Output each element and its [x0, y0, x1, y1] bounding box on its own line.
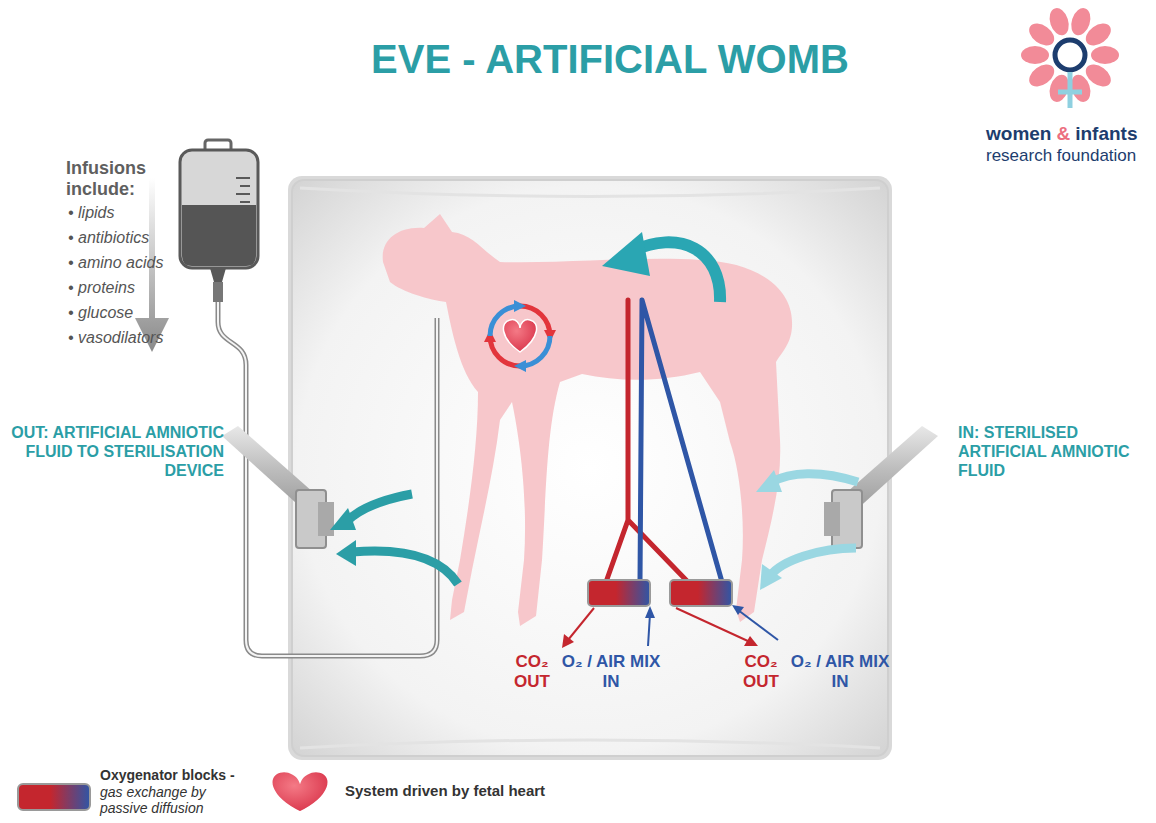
logo-text: infants: [1075, 123, 1137, 145]
gas-arrows: [648, 614, 650, 646]
outflow-arrows: [346, 494, 458, 584]
list-heading: Infusions include:: [66, 158, 166, 200]
iv-tube: [218, 302, 437, 656]
womb-bag: [288, 176, 892, 760]
outlet-label: OUT: ARTIFICIAL AMNIOTIC FLUID TO STERIL…: [6, 424, 224, 481]
list-item: • lipids: [68, 204, 115, 223]
legend-heart: [272, 772, 329, 812]
legend-swatch: [18, 784, 90, 810]
legend-text: System driven by fetal heart: [345, 782, 545, 800]
logo-petal: [1091, 46, 1119, 64]
logo-text: &: [1056, 123, 1070, 145]
logo-petal: [1025, 19, 1058, 50]
gas-arrows: [562, 605, 778, 648]
oxygenator-block: [588, 580, 732, 606]
fetal-heart: [514, 360, 526, 372]
title: EVE - ARTIFICIAL WOMB: [330, 36, 890, 83]
oxygenator-block: [588, 580, 650, 606]
gas-arrows: [562, 634, 574, 648]
list-item: • antibiotics: [68, 229, 149, 248]
inflow-arrows: [770, 548, 856, 576]
logo-text: research foundation: [986, 146, 1136, 166]
outflow-arrows: [330, 508, 356, 566]
circulation-arrow: [602, 232, 650, 276]
logo-text: women: [986, 123, 1051, 145]
inlet-pipe: [824, 426, 938, 548]
gas-arrows: [732, 605, 744, 615]
outflow-arrows: [330, 508, 356, 530]
iv-bag: [182, 205, 256, 266]
womb-bag: [288, 176, 892, 760]
gas-label: CO₂ OUT: [726, 652, 796, 692]
gas-label: CO₂ OUT: [497, 652, 567, 692]
fetal-heart: [514, 300, 526, 312]
umbilical-tubes: [606, 300, 722, 582]
oxygenator-block: [670, 580, 732, 606]
iv-bag: [213, 282, 223, 302]
outflow-arrows: [346, 494, 412, 522]
gas-arrows: [744, 636, 758, 646]
outflow-arrows: [352, 551, 458, 584]
circulation-arrow: [602, 232, 720, 302]
logo-flower: [1021, 6, 1119, 108]
logo-flower: [1058, 90, 1082, 95]
list-item: • amino acids: [68, 254, 163, 273]
logo-petal: [1082, 60, 1115, 91]
outlet-pipe: [222, 426, 334, 548]
fetal-heart: [484, 300, 556, 372]
iv-bag: [210, 268, 226, 282]
outlet-pipe: [318, 502, 334, 536]
inflow-arrows: [756, 470, 782, 590]
inflow-arrows: [772, 474, 858, 482]
gas-arrows: [738, 610, 778, 640]
inflow-arrows: [770, 474, 858, 576]
umbilical-tubes: [606, 300, 688, 582]
inlet-label: IN: STERILISED ARTIFICIAL AMNIOTIC FLUID: [958, 424, 1144, 481]
iv-tube: [218, 302, 437, 656]
logo-petal: [1021, 46, 1049, 64]
gas-arrows: [645, 606, 655, 618]
fetal-heart: [503, 320, 536, 352]
logo-name: women&infants: [986, 123, 1137, 145]
outflow-arrows: [336, 540, 356, 566]
gas-label: O₂ / AIR MIX IN: [553, 652, 669, 692]
gas-label: O₂ / AIR MIX IN: [782, 652, 898, 692]
list-item: • proteins: [68, 279, 135, 298]
inflow-arrows: [756, 470, 782, 492]
inflow-arrows: [760, 564, 782, 590]
gas-arrows: [568, 608, 594, 640]
list-item: • vasodilators: [68, 329, 163, 348]
iv-bag: [180, 150, 258, 268]
list-item: • glucose: [68, 304, 133, 323]
umbilical-tubes: [640, 300, 722, 582]
inlet-pipe: [824, 502, 840, 536]
iv-bag: [180, 140, 258, 302]
legend-text: Oxygenator blocks - gas exchange by pass…: [100, 767, 250, 817]
logo-petal: [1068, 6, 1094, 38]
iv-bag: [236, 178, 250, 202]
logo-flower: [1055, 40, 1085, 70]
